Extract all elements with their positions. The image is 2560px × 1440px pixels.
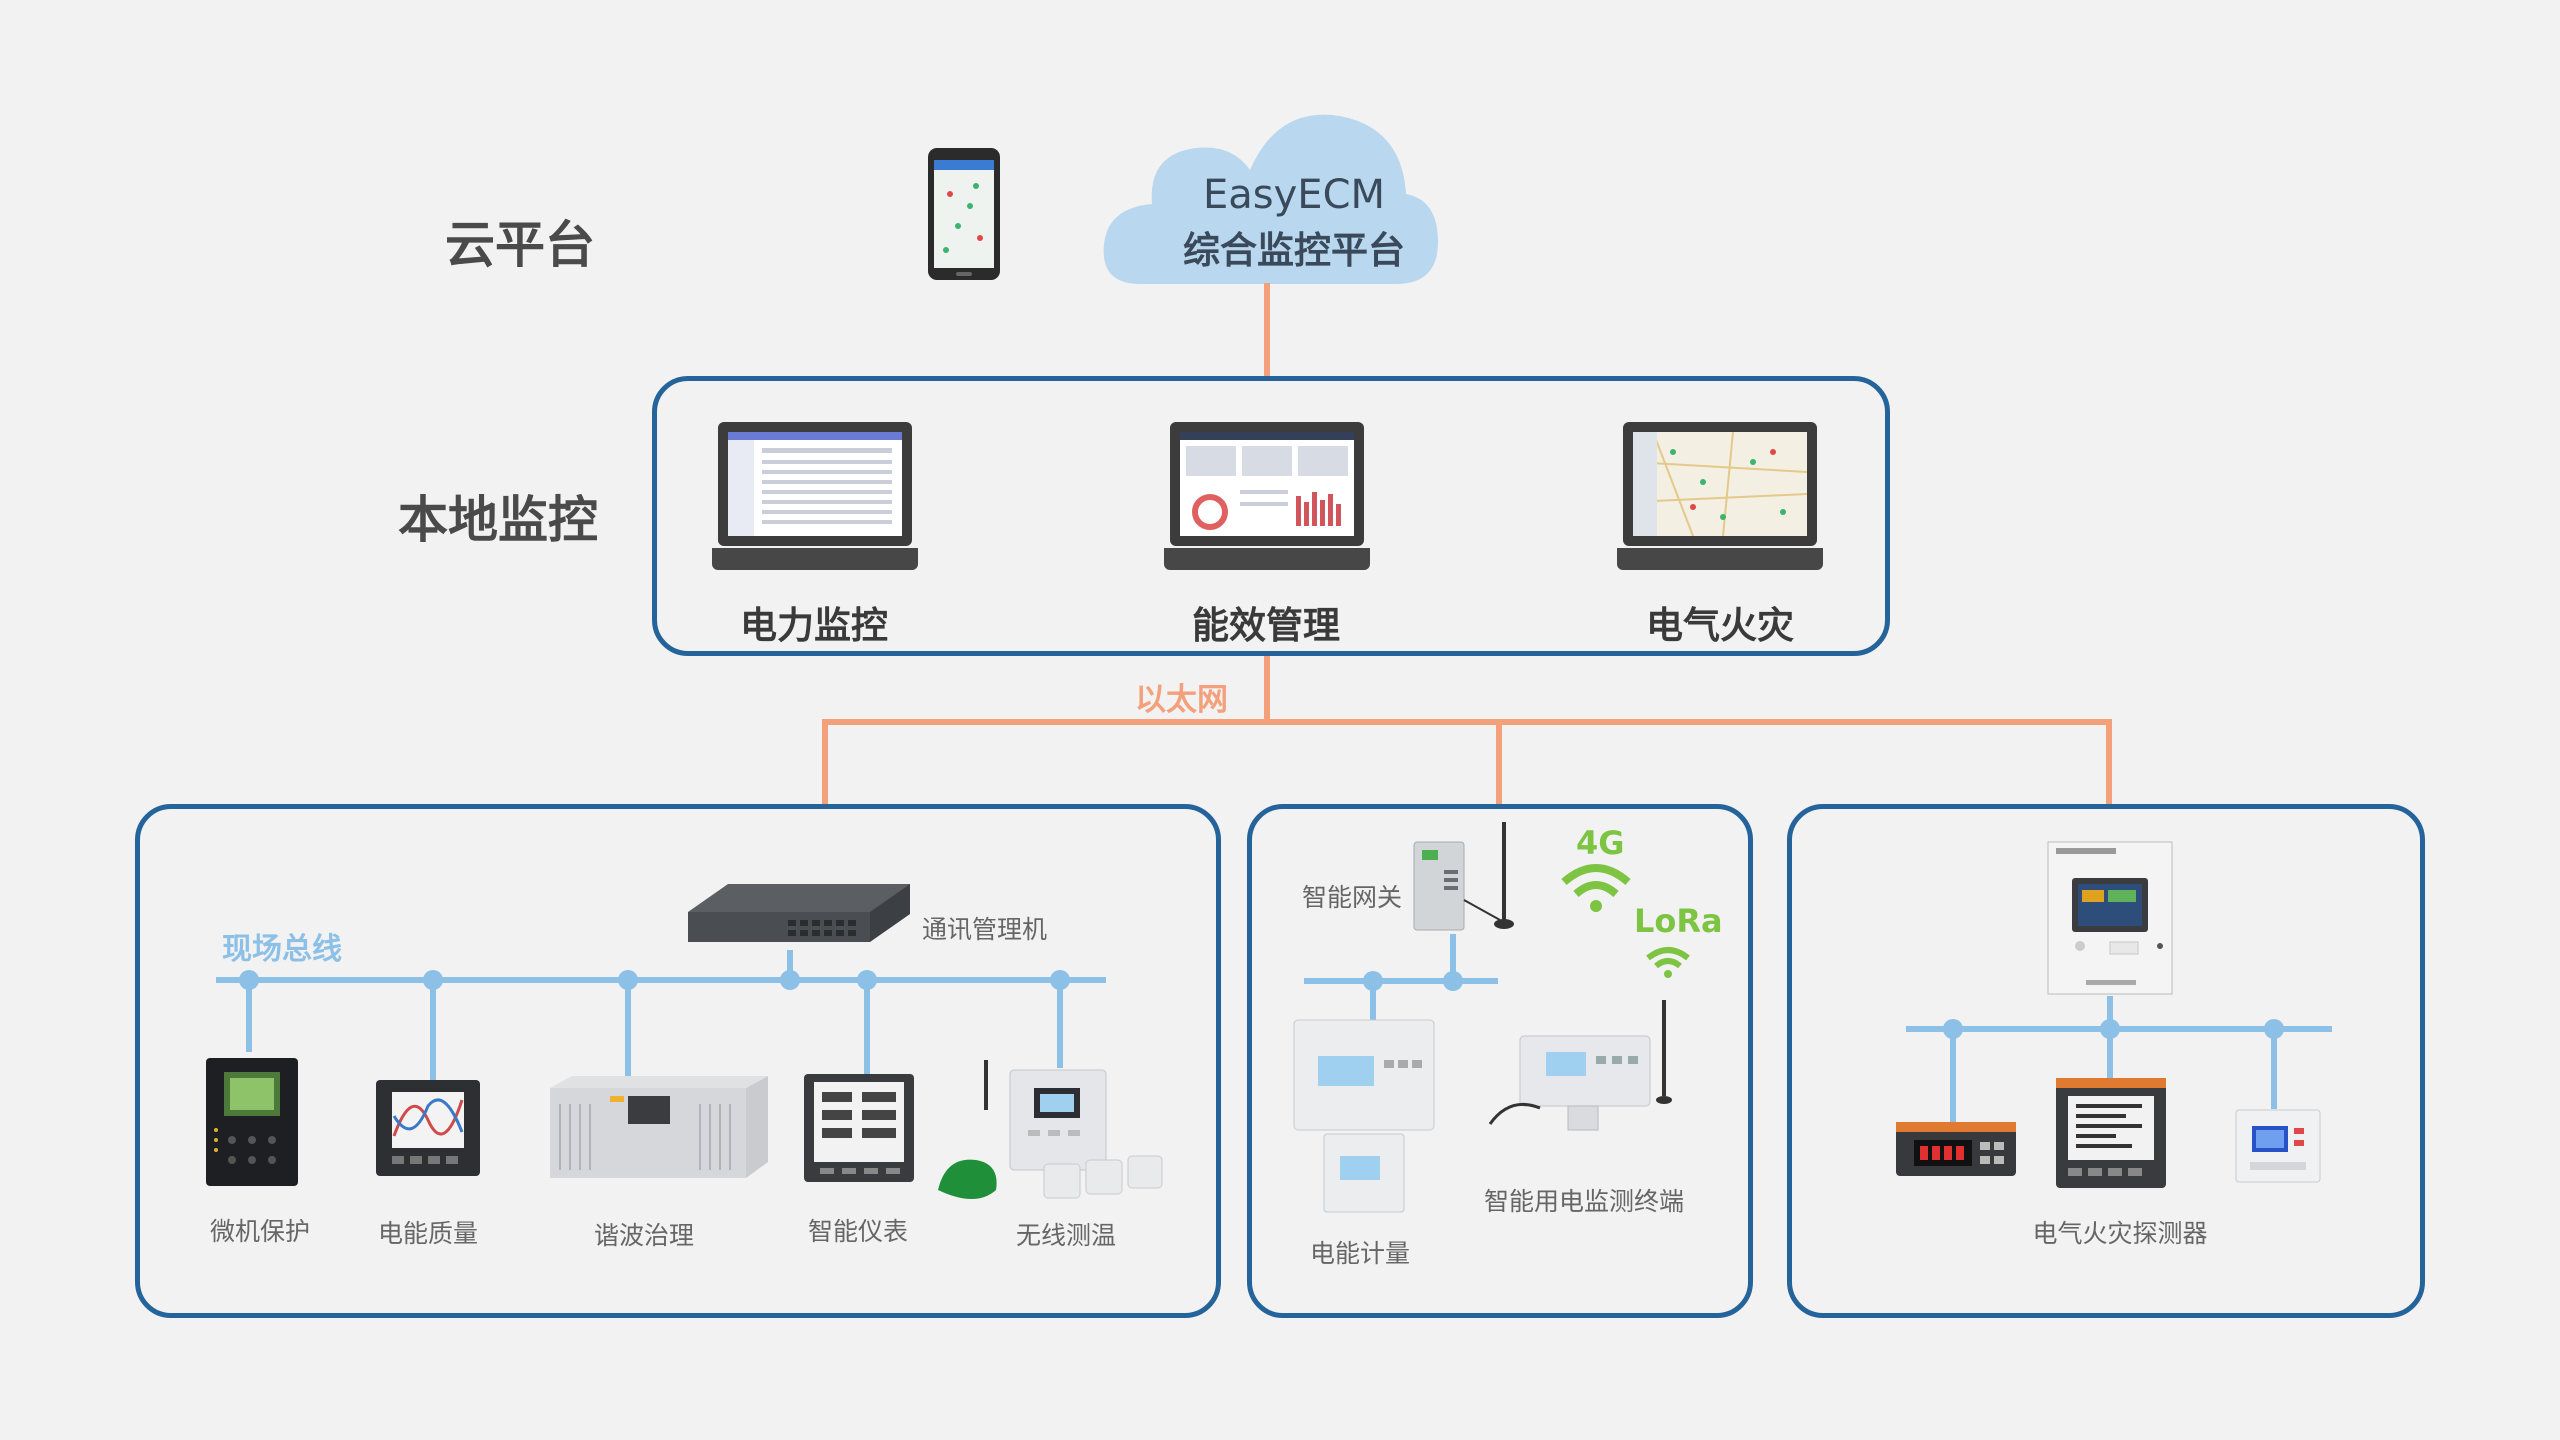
- local-item-power: 电力监控: [740, 604, 888, 647]
- wifi-icon-4g: [1561, 864, 1631, 912]
- wifi-icon-lora: [1646, 947, 1690, 978]
- fire-monitor-host-icon: [2047, 841, 2173, 995]
- smart-gateway-icon: [1413, 822, 1514, 931]
- cloud-platform-name: EasyECM: [1202, 172, 1386, 218]
- gateway-link: [1450, 934, 1456, 980]
- ethernet-drop-right: [2106, 719, 2112, 805]
- local-monitoring-box: [652, 376, 1890, 656]
- ethernet-drop-middle: [1496, 719, 1502, 805]
- smartphone-icon: [928, 148, 1000, 280]
- comm-manager-link: [787, 950, 793, 980]
- harmonic-control-device-icon: [550, 1076, 768, 1178]
- ethernet-bus-line: [822, 719, 2112, 725]
- comm-manager-label: 通讯管理机: [922, 915, 1048, 944]
- fire-detector-rail-icon: [2235, 1109, 2321, 1183]
- field-devices-box: [135, 804, 1221, 1318]
- smart-meter-device-icon: [804, 1074, 914, 1182]
- device-label-wireless-temp: 无线测温: [1015, 1221, 1117, 1250]
- monitoring-terminal-icon: [1488, 1000, 1672, 1131]
- relay-protection-device-icon: [206, 1058, 298, 1186]
- tier-label-local: 本地监控: [398, 491, 598, 549]
- comm-manager-icon: [688, 884, 910, 942]
- right-bus-drop-3: [2271, 1029, 2277, 1109]
- middle-bus-drop: [1370, 980, 1376, 1020]
- fire-host-link: [2107, 996, 2113, 1030]
- device-label-smart-meter: 智能仪表: [807, 1217, 909, 1246]
- ethernet-trunk-line: [1264, 656, 1270, 722]
- ethernet-label: 以太网: [1135, 682, 1228, 718]
- signal-lora-label: LoRa: [1634, 902, 1723, 940]
- tier-label-cloud: 云平台: [445, 216, 595, 274]
- local-item-fire: 电气火灾: [1646, 604, 1794, 647]
- bus-node-comm-manager: [780, 970, 800, 990]
- bus-drop-3: [625, 980, 631, 1080]
- bus-drop-1: [246, 980, 252, 1052]
- fire-detector-panel-icon: [2056, 1078, 2166, 1188]
- energy-meter-icon: [1293, 1019, 1435, 1213]
- laptop-energy-management: [1164, 422, 1370, 574]
- bus-drop-2: [430, 980, 436, 1080]
- fieldbus-line: [216, 977, 1106, 983]
- cloud-icon: [1103, 114, 1438, 284]
- gateway-label: 智能网关: [1302, 883, 1403, 912]
- wireless-temperature-device-icon: [938, 1060, 1163, 1199]
- right-bus-drop-1: [1950, 1029, 1956, 1123]
- bus-drop-5: [1057, 980, 1063, 1068]
- middle-bus-node-2: [1443, 971, 1463, 991]
- device-label-relay: 微机保护: [209, 1217, 311, 1246]
- monitoring-terminal-label: 智能用电监测终端: [1483, 1187, 1685, 1216]
- local-item-energy: 能效管理: [1192, 604, 1340, 647]
- cloud-platform-subtitle: 综合监控平台: [1183, 229, 1405, 272]
- energy-meter-label: 电能计量: [1309, 1239, 1411, 1268]
- fire-detector-din-icon: [1896, 1122, 2016, 1176]
- device-label-power-quality: 电能质量: [377, 1219, 479, 1248]
- power-quality-device-icon: [376, 1080, 480, 1176]
- iot-devices-box: [1247, 804, 1753, 1318]
- ethernet-drop-left: [822, 719, 828, 805]
- signal-4g-label: 4G: [1576, 824, 1625, 862]
- fire-detector-label: 电气火灾探测器: [2032, 1219, 2208, 1248]
- middle-bus-line: [1304, 978, 1498, 984]
- laptop-power-monitoring: [712, 422, 918, 574]
- laptop-electrical-fire: [1617, 422, 1823, 574]
- fire-detection-box: [1787, 804, 2425, 1318]
- device-label-harmonic: 谐波治理: [593, 1221, 695, 1250]
- bus-drop-4: [864, 980, 870, 1074]
- fieldbus-label: 现场总线: [222, 932, 342, 967]
- right-bus-drop-2: [2107, 1029, 2113, 1081]
- cloud-link-line: [1264, 283, 1270, 378]
